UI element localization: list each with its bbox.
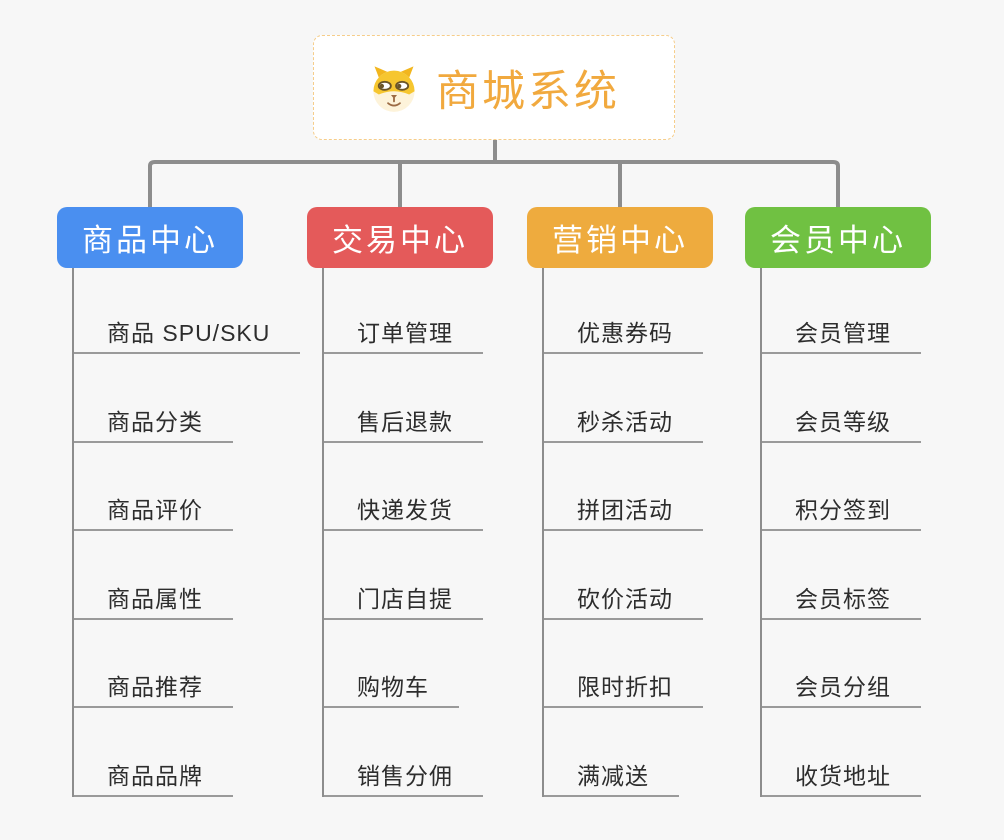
child-node[interactable]: 收货地址 bbox=[762, 708, 921, 797]
child-label: 会员标签 bbox=[795, 585, 891, 612]
child-node[interactable]: 商品分类 bbox=[74, 354, 233, 443]
child-label: 商品推荐 bbox=[107, 674, 203, 701]
child-node[interactable]: 满减送 bbox=[544, 708, 679, 797]
child-node[interactable]: 拼团活动 bbox=[544, 443, 703, 532]
branch-children: 会员管理 会员等级 积分签到 会员标签 会员分组 收货地址 bbox=[760, 268, 1004, 797]
child-node[interactable]: 快递发货 bbox=[324, 443, 483, 532]
dog-icon bbox=[373, 65, 415, 112]
branch-column-member-center: 会员中心 会员管理 会员等级 积分签到 会员标签 会员分组 收货地址 bbox=[745, 207, 1004, 797]
branch-children: 商品 SPU/SKU 商品分类 商品评价 商品属性 商品推荐 商品品牌 bbox=[72, 268, 317, 797]
child-node[interactable]: 会员分组 bbox=[762, 620, 921, 709]
child-label: 拼团活动 bbox=[577, 497, 673, 524]
child-node[interactable]: 购物车 bbox=[324, 620, 459, 709]
child-node[interactable]: 限时折扣 bbox=[544, 620, 703, 709]
child-label: 售后退款 bbox=[357, 408, 453, 435]
branch-column-marketing-center: 营销中心 优惠券码 秒杀活动 拼团活动 砍价活动 限时折扣 满减送 bbox=[527, 207, 787, 797]
child-node[interactable]: 砍价活动 bbox=[544, 531, 703, 620]
child-label: 商品评价 bbox=[107, 497, 203, 524]
child-label: 商品属性 bbox=[107, 585, 203, 612]
child-label: 购物车 bbox=[357, 674, 429, 701]
child-node[interactable]: 积分签到 bbox=[762, 443, 921, 532]
branch-column-trade-center: 交易中心 订单管理 售后退款 快递发货 门店自提 购物车 销售分佣 bbox=[307, 207, 567, 797]
child-node[interactable]: 商品 SPU/SKU bbox=[74, 268, 301, 354]
branch-label: 营销中心 bbox=[552, 223, 688, 258]
branch-children: 订单管理 售后退款 快递发货 门店自提 购物车 销售分佣 bbox=[322, 268, 567, 797]
child-node[interactable]: 订单管理 bbox=[324, 268, 483, 354]
child-node[interactable]: 商品品牌 bbox=[74, 708, 233, 797]
branch-node-member-center[interactable]: 会员中心 bbox=[745, 207, 931, 268]
child-label: 收货地址 bbox=[795, 762, 891, 789]
branch-node-marketing-center[interactable]: 营销中心 bbox=[527, 207, 713, 268]
child-label: 快递发货 bbox=[357, 497, 453, 524]
child-label: 满减送 bbox=[577, 762, 649, 789]
child-label: 商品品牌 bbox=[107, 762, 203, 789]
child-label: 积分签到 bbox=[795, 497, 891, 524]
child-label: 会员管理 bbox=[795, 320, 891, 346]
branch-node-trade-center[interactable]: 交易中心 bbox=[307, 207, 493, 268]
child-node[interactable]: 售后退款 bbox=[324, 354, 483, 443]
child-node[interactable]: 秒杀活动 bbox=[544, 354, 703, 443]
child-node[interactable]: 优惠券码 bbox=[544, 268, 703, 354]
root-title: 商城系统 bbox=[436, 67, 620, 116]
child-node[interactable]: 销售分佣 bbox=[324, 708, 483, 797]
child-node[interactable]: 商品推荐 bbox=[74, 620, 233, 709]
root-node[interactable]: 商城系统 bbox=[313, 35, 675, 140]
branch-node-product-center[interactable]: 商品中心 bbox=[57, 207, 243, 268]
child-label: 秒杀活动 bbox=[577, 408, 673, 435]
child-label: 门店自提 bbox=[357, 585, 453, 612]
child-node[interactable]: 商品评价 bbox=[74, 443, 233, 532]
child-label: 优惠券码 bbox=[577, 320, 673, 346]
child-node[interactable]: 会员等级 bbox=[762, 354, 921, 443]
branch-label: 交易中心 bbox=[332, 223, 468, 258]
child-label: 会员等级 bbox=[795, 408, 891, 435]
child-node[interactable]: 商品属性 bbox=[74, 531, 233, 620]
branch-children: 优惠券码 秒杀活动 拼团活动 砍价活动 限时折扣 满减送 bbox=[542, 268, 787, 797]
child-label: 砍价活动 bbox=[577, 585, 673, 612]
child-node[interactable]: 会员标签 bbox=[762, 531, 921, 620]
branch-label: 商品中心 bbox=[82, 223, 218, 258]
branch-label: 会员中心 bbox=[770, 223, 906, 258]
child-label: 订单管理 bbox=[357, 320, 453, 346]
child-label: 商品分类 bbox=[107, 408, 203, 435]
child-node[interactable]: 会员管理 bbox=[762, 268, 921, 354]
child-label: 会员分组 bbox=[795, 674, 891, 701]
child-label: 销售分佣 bbox=[357, 762, 453, 789]
branch-column-product-center: 商品中心 商品 SPU/SKU 商品分类 商品评价 商品属性 商品推荐 商品品牌 bbox=[57, 207, 317, 797]
child-label: 商品 SPU/SKU bbox=[107, 320, 271, 346]
child-node[interactable]: 门店自提 bbox=[324, 531, 483, 620]
child-label: 限时折扣 bbox=[577, 674, 673, 701]
